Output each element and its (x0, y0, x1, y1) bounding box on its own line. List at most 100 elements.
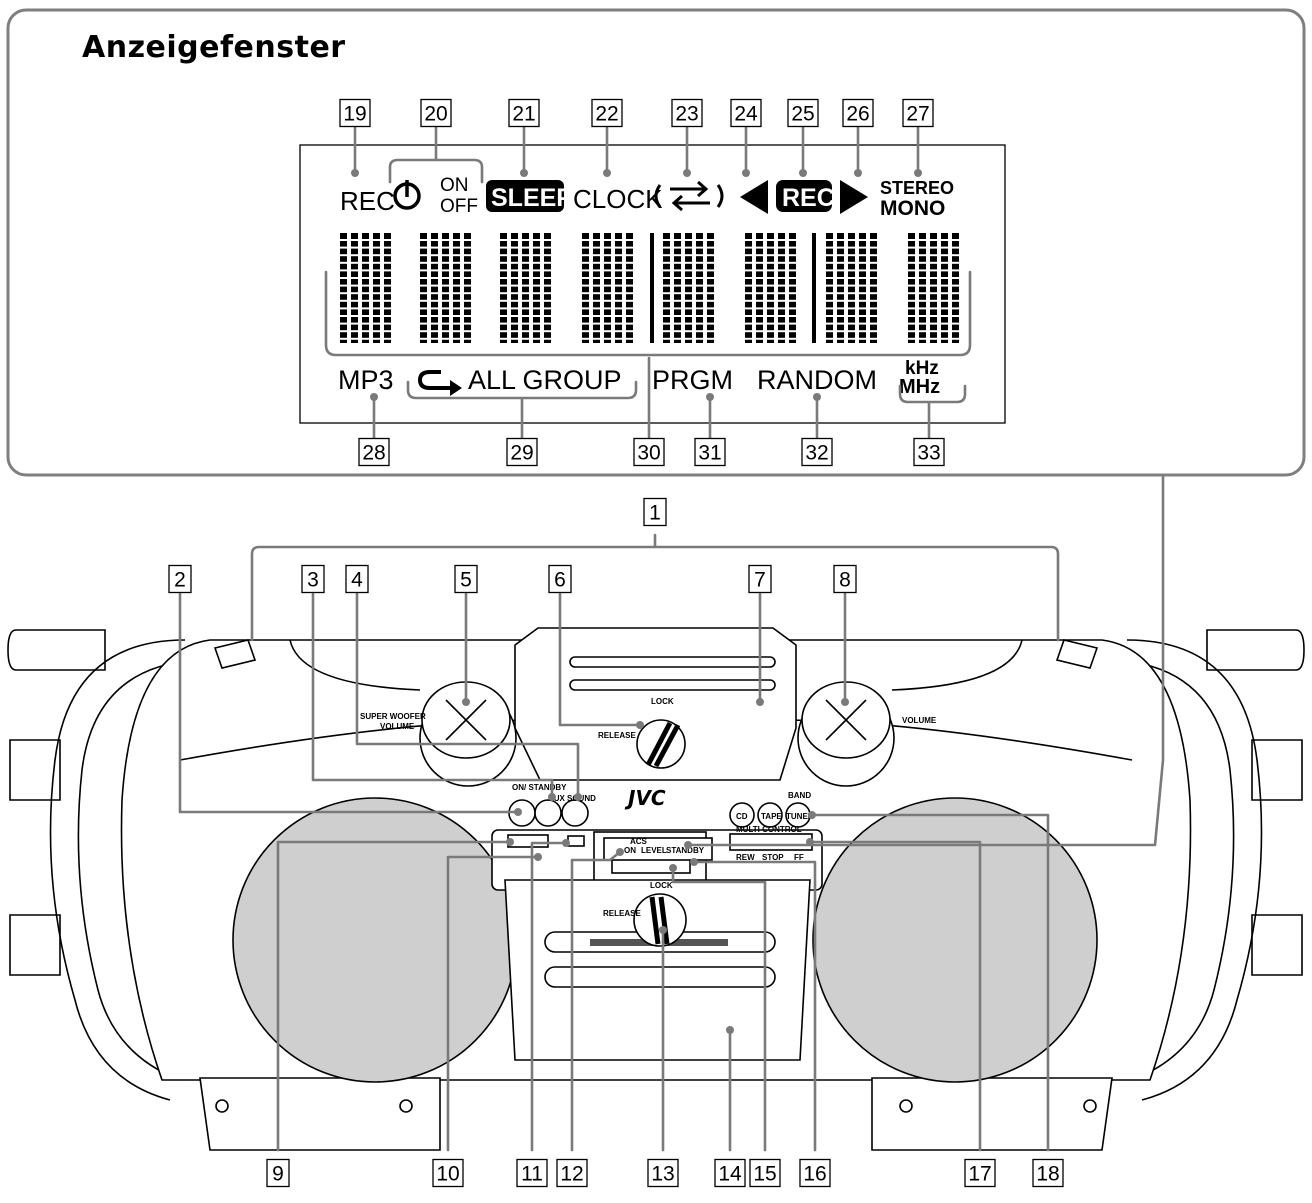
indicator-all-group: ALL GROUP (468, 365, 622, 395)
repeat-one-icon (417, 370, 462, 396)
dot-matrix-display (339, 233, 961, 343)
callout-25: 25 (787, 98, 819, 128)
lcd-panel (299, 144, 1006, 424)
callout-5: 5 (454, 564, 478, 594)
inset-frame (6, 8, 1306, 477)
callout-number: 9 (272, 1163, 284, 1186)
indicator-prgm: PRGM (652, 365, 733, 395)
callout-3: 3 (301, 564, 325, 594)
matrix-character (339, 233, 393, 343)
callout-7: 7 (748, 564, 772, 594)
callout-number: 3 (307, 569, 319, 592)
callout-number: 5 (460, 569, 472, 592)
callout-number: 7 (754, 569, 766, 592)
callout-18: 18 (1032, 1158, 1064, 1188)
callout-number: 14 (718, 1163, 742, 1186)
callout-12: 12 (556, 1158, 588, 1188)
callout-number: 13 (651, 1163, 674, 1186)
left-speaker (232, 797, 518, 1083)
label-aux: AUX (548, 794, 566, 803)
label-acs-level: LEVEL (641, 846, 667, 855)
callout-1: 1 (643, 497, 667, 527)
callout-number: 19 (343, 103, 366, 126)
callout-number: 29 (510, 442, 533, 465)
matrix-character (744, 233, 798, 343)
callout-number: 17 (968, 1163, 991, 1186)
unit-leaders (178, 473, 1165, 1152)
callout-number: 12 (560, 1163, 583, 1186)
brand-logo: JVC (624, 786, 666, 810)
label-release-bottom: RELEASE (603, 909, 641, 918)
label-acs-on: ON (624, 846, 636, 855)
label-tuner: TUNER (786, 812, 814, 821)
callout-number: 24 (734, 103, 758, 126)
label-acs: ACS (630, 837, 648, 846)
callout-21: 21 (508, 98, 540, 128)
indicator-khz: kHz (905, 358, 939, 379)
inset-leaders (351, 125, 967, 440)
callout-number: 20 (424, 103, 447, 126)
label-release-top: RELEASE (598, 731, 636, 740)
callout-number: 33 (917, 442, 940, 465)
label-lock-top: LOCK (651, 697, 674, 706)
callout-number: 31 (698, 442, 721, 465)
callout-number: 8 (839, 569, 851, 592)
matrix-character (907, 233, 961, 343)
callout-33: 33 (913, 437, 945, 467)
indicator-mono: MONO (880, 197, 945, 220)
matrix-character (662, 233, 716, 343)
callout-31: 31 (694, 437, 726, 467)
callout-number: 26 (846, 103, 869, 126)
label-on-standby: ON/ STANDBY (512, 783, 567, 792)
label-tape: TAPE (761, 812, 782, 821)
label-cd: CD (736, 812, 748, 821)
callout-number: 25 (791, 103, 814, 126)
callout-19: 19 (339, 98, 371, 128)
callout-number: 16 (803, 1163, 826, 1186)
repeat-arrows-icon (654, 180, 724, 212)
callout-number: 18 (1036, 1163, 1059, 1186)
indicator-rec: REC (340, 186, 395, 216)
matrix-character (825, 233, 879, 343)
label-volume-left: VOLUME (380, 722, 415, 731)
timer-icon (393, 180, 421, 210)
callout-number: 23 (675, 103, 698, 126)
callout-4: 4 (345, 564, 369, 594)
callout-number: 6 (554, 569, 566, 592)
callout-number: 22 (595, 103, 618, 126)
indicator-off: OFF (440, 196, 478, 217)
callout-6: 6 (548, 564, 572, 594)
bumper-bars (7, 629, 1305, 976)
callout-24: 24 (730, 98, 762, 128)
indicator-random: RANDOM (757, 365, 877, 395)
callout-32: 32 (801, 437, 833, 467)
indicator-stereo: STEREO (880, 178, 954, 198)
indicator-clock: CLOCK (573, 184, 663, 214)
label-stop: STOP (762, 853, 784, 862)
label-rew: REW (736, 853, 755, 862)
callout-10: 10 (432, 1158, 464, 1188)
callout-number: 4 (351, 569, 363, 592)
callout-2: 2 (168, 564, 192, 594)
callout-29: 29 (506, 437, 538, 467)
callout-20: 20 (420, 98, 452, 128)
callout-27: 27 (902, 98, 934, 128)
indicator-on: ON (440, 175, 469, 196)
label-volume-right: VOLUME (902, 716, 937, 725)
sleep-badge (486, 180, 564, 212)
callout-number: 28 (362, 442, 385, 465)
label-lock-bottom: LOCK (650, 881, 673, 890)
callout-number: 32 (805, 442, 828, 465)
callout-14: 14 (714, 1158, 746, 1188)
callout-22: 22 (591, 98, 623, 128)
callout-15: 15 (749, 1158, 781, 1188)
super-woofer-knob (419, 681, 517, 787)
label-ff: FF (794, 853, 804, 862)
rec-badge (776, 180, 832, 212)
callout-number: 27 (906, 103, 929, 126)
callout-number: 1 (649, 502, 661, 525)
play-reverse-icon (740, 180, 768, 214)
